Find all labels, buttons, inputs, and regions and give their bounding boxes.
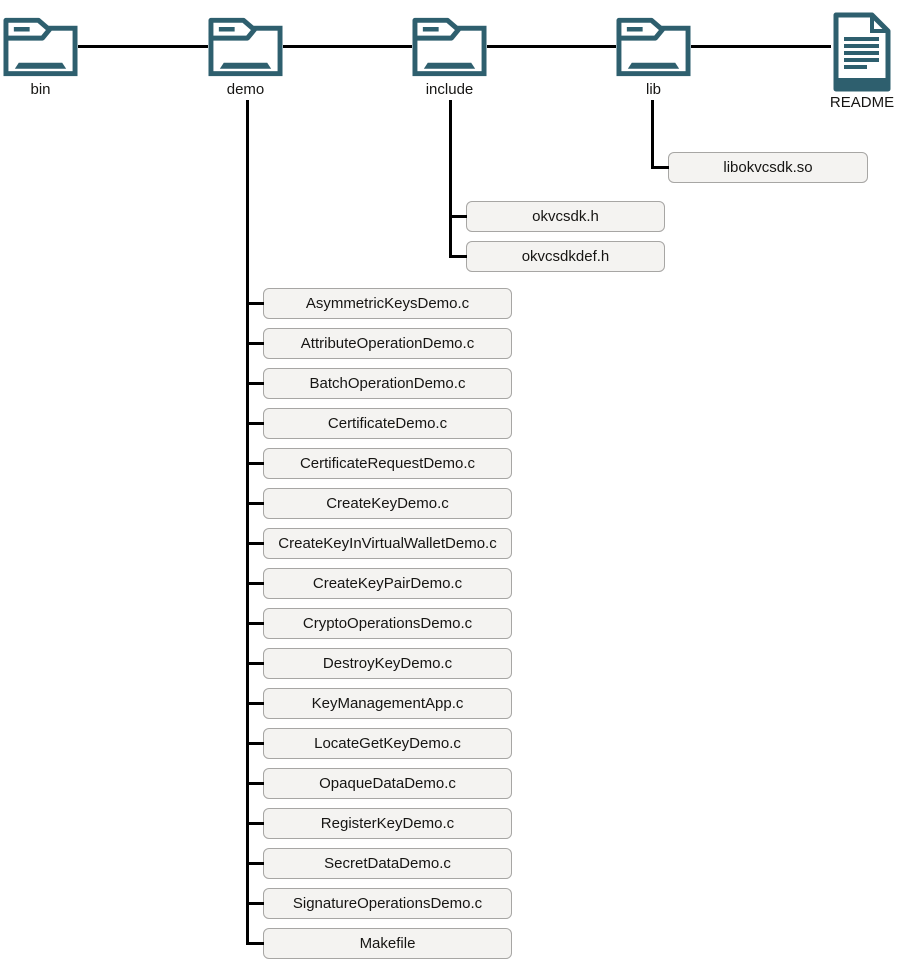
file-label: KeyManagementApp.c [311, 695, 464, 712]
folder-node-lib: lib [616, 15, 691, 98]
node-label: demo [226, 81, 265, 98]
connector-line [78, 45, 208, 48]
file-label: OpaqueDataDemo.c [319, 775, 456, 792]
document-icon [833, 12, 891, 92]
file-box: SignatureOperationsDemo.c [249, 888, 512, 919]
connector-line [691, 45, 831, 48]
node-label: lib [645, 81, 662, 98]
file-label: libokvcsdk.so [723, 159, 813, 176]
node-label: include [425, 81, 474, 98]
file-box: SecretDataDemo.c [249, 848, 512, 879]
file-box: OpaqueDataDemo.c [249, 768, 512, 799]
connector-line [283, 45, 412, 48]
file-label: CreateKeyPairDemo.c [312, 575, 463, 592]
file-label: CertificateRequestDemo.c [299, 455, 476, 472]
folder-icon [208, 17, 283, 77]
file-label: AsymmetricKeysDemo.c [305, 295, 470, 312]
file-box: CreateKeyInVirtualWalletDemo.c [249, 528, 512, 559]
file-box: AsymmetricKeysDemo.c [249, 288, 512, 319]
node-label: README [829, 94, 895, 111]
file-label: BatchOperationDemo.c [309, 375, 466, 392]
file-label: AttributeOperationDemo.c [300, 335, 475, 352]
file-box: libokvcsdk.so [654, 152, 868, 183]
file-label: LocateGetKeyDemo.c [314, 735, 461, 752]
connector-line [487, 45, 616, 48]
folder-node-bin: bin [3, 15, 78, 98]
folder-icon [616, 17, 691, 77]
file-label: Makefile [359, 935, 416, 952]
folder-icon [3, 17, 78, 77]
node-label: bin [30, 81, 51, 98]
demo-trunk-line [246, 100, 249, 945]
folder-icon [412, 17, 487, 77]
file-label: SecretDataDemo.c [324, 855, 451, 872]
file-label: CryptoOperationsDemo.c [302, 615, 473, 632]
file-box: CertificateDemo.c [249, 408, 512, 439]
file-box: CreateKeyDemo.c [249, 488, 512, 519]
file-label: DestroyKeyDemo.c [322, 655, 453, 672]
file-box: CryptoOperationsDemo.c [249, 608, 512, 639]
file-node-readme: README [830, 12, 894, 111]
file-box: DestroyKeyDemo.c [249, 648, 512, 679]
file-label: CertificateDemo.c [327, 415, 448, 432]
file-box: RegisterKeyDemo.c [249, 808, 512, 839]
file-label: okvcsdk.h [532, 208, 599, 225]
file-box: BatchOperationDemo.c [249, 368, 512, 399]
file-box: Makefile [249, 928, 512, 959]
include-trunk-line [449, 100, 452, 258]
file-box: KeyManagementApp.c [249, 688, 512, 719]
file-box: okvcsdk.h [452, 201, 665, 232]
folder-node-demo: demo [208, 15, 283, 98]
file-label: CreateKeyInVirtualWalletDemo.c [278, 535, 497, 552]
lib-trunk-line [651, 100, 654, 169]
file-label: okvcsdkdef.h [521, 248, 610, 265]
file-box: okvcsdkdef.h [452, 241, 665, 272]
file-box: CreateKeyPairDemo.c [249, 568, 512, 599]
folder-node-include: include [412, 15, 487, 98]
file-box: LocateGetKeyDemo.c [249, 728, 512, 759]
file-box: AttributeOperationDemo.c [249, 328, 512, 359]
file-label: RegisterKeyDemo.c [320, 815, 455, 832]
file-label: SignatureOperationsDemo.c [292, 895, 483, 912]
file-box: CertificateRequestDemo.c [249, 448, 512, 479]
file-label: CreateKeyDemo.c [326, 495, 449, 512]
